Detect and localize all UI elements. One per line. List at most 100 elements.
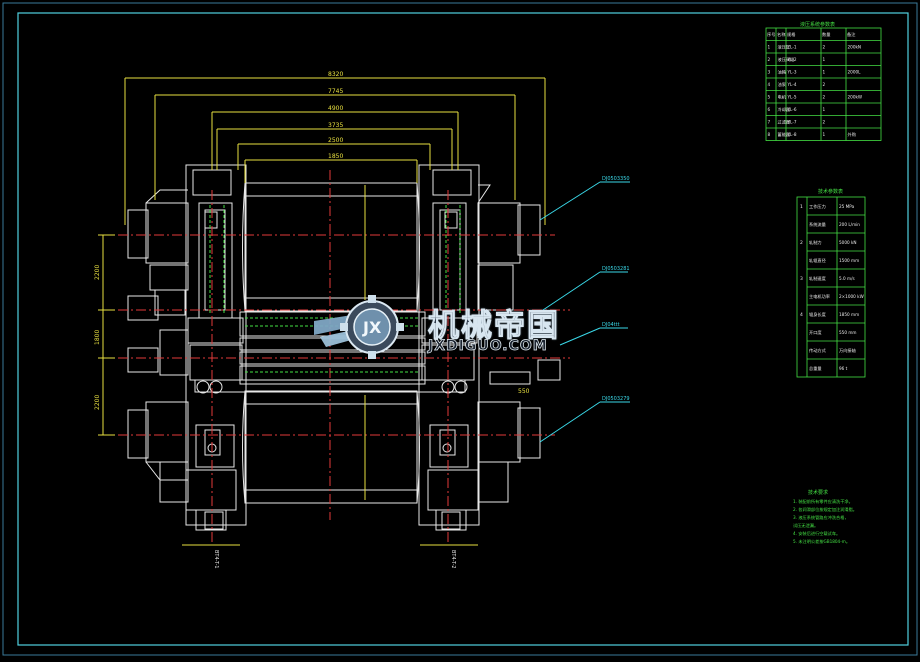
balloon-1: DJ0503350	[602, 176, 630, 182]
balloon-3: DJ04ttt	[602, 322, 620, 328]
watermark-title: 机械帝国	[428, 308, 560, 345]
title-block-cell: 1	[823, 57, 826, 62]
spec-table-value: 1500 mm	[839, 258, 859, 263]
title-block-cell: YL-6	[787, 107, 797, 112]
title-block-cell: 8	[768, 132, 771, 137]
notes-item: 3. 液压系统管路应冲洗合格，	[793, 514, 849, 521]
title-block-cell: 电机	[778, 94, 787, 101]
dim-3: 4900	[328, 105, 343, 112]
spec-table-name: 轧辊直径	[809, 257, 826, 264]
watermark-logo-icon: JX	[314, 295, 404, 359]
balloon-texts: DJ0503350 DJ0503281 DJ04ttt DJ0503279	[602, 176, 630, 402]
title-block-cell: YL-3	[787, 70, 797, 75]
spec-table-name: 辊身长度	[809, 311, 827, 318]
title-block-cell: 过滤器	[778, 119, 791, 126]
watermark-url: JXDIGUO.COM	[428, 338, 548, 355]
spec-table-name: 系统流量	[809, 221, 826, 228]
spec-table-value: 25 MPa	[839, 204, 855, 209]
dim-1: 8320	[328, 71, 343, 78]
dim-2: 7745	[328, 88, 343, 95]
title-block-cell: 1	[823, 107, 826, 112]
notes-item: 1. 装配前所有零件应清洗干净。	[793, 498, 853, 505]
spec-table-name: 工作压力	[809, 203, 826, 210]
title-block-cell: 2	[823, 95, 826, 100]
title-block-cell: 2	[768, 57, 771, 62]
spec-table-title: 技术参数表	[818, 188, 843, 195]
title-block-header: 备注	[847, 31, 856, 38]
notes-item: 5. 未注明公差按GB1804-m。	[793, 538, 850, 545]
title-block-cell: 2	[823, 45, 826, 50]
title-block-cell: 2000L	[848, 70, 862, 75]
spec-table-index: 2	[800, 240, 803, 246]
dimension-lines	[98, 77, 546, 546]
notes-item: 2. 各润滑部位按规定加注润滑脂。	[793, 506, 857, 513]
spec-table-value: 96 t	[839, 366, 848, 371]
notes-item: 试压无泄漏。	[793, 522, 818, 529]
dim-6: 1850	[328, 153, 343, 160]
spec-table-name: 轧制力	[809, 239, 822, 246]
title-block-cell: 1	[823, 70, 826, 75]
spec-table-value: 1850 mm	[839, 312, 859, 317]
title-block-header: 规格	[787, 31, 796, 38]
notes-title: 技术要求	[808, 489, 828, 496]
svg-text:JX: JX	[362, 318, 382, 337]
spec-table-name: 传动方式	[809, 347, 827, 354]
small-dim: 550	[518, 388, 530, 395]
title-block-cell: 外购	[848, 131, 856, 138]
title-block-cell: YL-2	[787, 57, 797, 62]
title-block-cell: 油泵	[778, 81, 786, 88]
title-block-cell: 2	[823, 120, 826, 125]
title-block-cell: 冷却器	[778, 106, 791, 113]
spec-table-value: 5.0 m/s	[839, 276, 855, 281]
leader-lines	[539, 181, 630, 443]
dim-5: 2500	[328, 137, 343, 144]
side-dim-2: 1800	[94, 330, 101, 345]
title-block-cell: 1	[823, 132, 826, 137]
title-block-cell: 油箱	[778, 69, 786, 76]
title-block-frame	[765, 27, 882, 141]
title-block-cell: 3	[768, 70, 771, 75]
title-block-cell: YL-5	[787, 95, 797, 100]
technical-notes: 技术要求 1. 装配前所有零件应清洗干净。2. 各润滑部位按规定加注润滑脂。3. …	[793, 489, 857, 545]
title-block-header: 名称	[777, 31, 785, 38]
side-dim-1: 2200	[94, 265, 101, 280]
side-dim-3: 2200	[94, 395, 101, 410]
title-block-cell: 5	[768, 95, 771, 100]
title-block-header: 序号	[767, 31, 775, 38]
right-housing	[418, 164, 480, 526]
left-housing	[185, 164, 247, 526]
spec-table-index: 1	[800, 204, 803, 210]
notes-item: 4. 安装后进行空载试车。	[793, 530, 840, 537]
title-block-cell: 200kW	[848, 95, 863, 100]
spec-table-name: 总重量	[809, 365, 822, 372]
title-block-title: 液压系统参数表	[800, 21, 835, 28]
balloon-2: DJ0503281	[602, 266, 630, 272]
title-block-cell: 1	[768, 45, 771, 50]
spec-table-name: 轧制速度	[809, 275, 827, 282]
spec-table-value: 万向接轴	[839, 347, 856, 354]
spec-table-name: 开口度	[809, 329, 822, 336]
title-block-cell: YL-7	[787, 120, 797, 125]
title-block-cell: 4	[768, 82, 771, 87]
title-block-cell: 6	[768, 107, 771, 112]
title-block-cell: 7	[768, 120, 771, 125]
title-block-cell: YL-4	[787, 82, 797, 87]
title-block-cell: YL-1	[787, 45, 797, 50]
rolling-mill-assembly	[127, 164, 561, 531]
spec-table-value: 5000 kN	[839, 240, 857, 245]
dim-4: 3735	[328, 122, 343, 129]
lower-roll-body	[244, 390, 418, 504]
spec-table-index: 4	[800, 312, 803, 318]
spec-table-value: 550 mm	[839, 330, 856, 335]
title-block-header: 数量	[822, 31, 830, 38]
spec-table-index: 3	[800, 276, 803, 282]
title-block-cell: 2	[823, 82, 826, 87]
title-block-cell: 液压缸	[778, 44, 791, 51]
spec-table-value: 2×1000 kW	[839, 294, 864, 299]
bottom-labels: BT4-T-1 BT4-T-2	[213, 550, 456, 569]
